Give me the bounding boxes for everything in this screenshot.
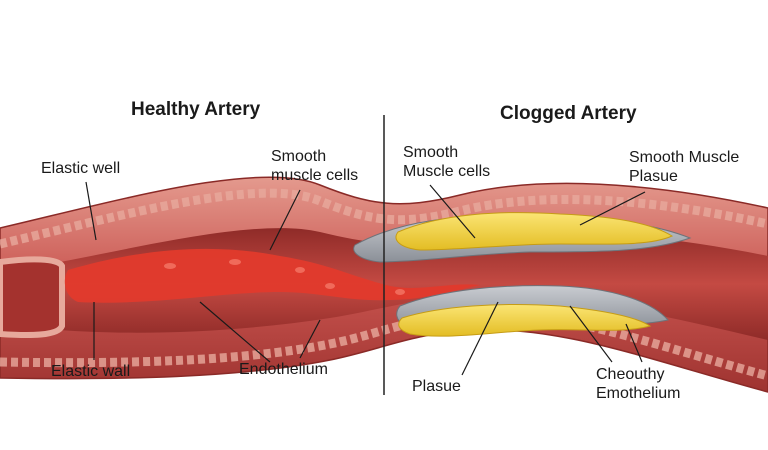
label-line: Muscle cells bbox=[403, 163, 491, 180]
label-elastic-well: Elastic well bbox=[41, 160, 121, 177]
leader-endothelium-right-b bbox=[625, 323, 643, 363]
label-line: Plasue bbox=[629, 168, 678, 185]
leader-endothelium-right-a bbox=[569, 305, 613, 363]
blood-cell bbox=[164, 263, 176, 269]
label-plaque-bottom: Plasue bbox=[412, 378, 461, 395]
wall-cell-band-top bbox=[0, 188, 768, 249]
label-line: Smooth Muscle bbox=[629, 149, 740, 166]
leader-smooth-muscle-right bbox=[429, 184, 476, 239]
label-line: Cheouthy bbox=[596, 366, 665, 383]
blood-cell bbox=[229, 259, 241, 265]
label-line: Emothelium bbox=[596, 385, 681, 402]
leader-lines bbox=[85, 181, 646, 376]
label-smooth-muscle-plaque: Smooth Muscle Plasue bbox=[629, 148, 739, 186]
leader-plaque-top bbox=[579, 191, 646, 226]
title-clogged-artery: Clogged Artery bbox=[500, 103, 637, 124]
artery-cut-end bbox=[0, 256, 65, 339]
label-cheouthy-endothelium: Cheouthy Emothelium bbox=[596, 365, 680, 403]
wall-cell-band-bottom bbox=[0, 309, 768, 381]
label-smooth-muscle-cells-right: Smooth Muscle cells bbox=[403, 143, 490, 181]
plaque-yellow-top bbox=[395, 212, 674, 251]
title-healthy-artery: Healthy Artery bbox=[131, 99, 261, 120]
leader-endothelium-b bbox=[299, 319, 321, 359]
leader-plaque-bottom bbox=[461, 301, 499, 376]
blood-cell bbox=[295, 267, 305, 273]
blood-cell bbox=[325, 283, 335, 289]
leader-smooth-muscle-left bbox=[269, 189, 301, 251]
label-line: muscle cells bbox=[271, 167, 359, 184]
label-smooth-muscle-cells-left: Smooth muscle cells bbox=[271, 147, 358, 185]
label-endothelium-left: Endothelium bbox=[239, 361, 328, 378]
label-elastic-wall: Elastic wall bbox=[51, 363, 131, 380]
leader-elastic-well bbox=[85, 181, 97, 241]
blood-cell bbox=[395, 289, 405, 295]
leader-endothelium-a bbox=[199, 301, 271, 363]
label-line: Smooth bbox=[271, 148, 327, 165]
blood-flow bbox=[64, 248, 480, 303]
label-line: Smooth bbox=[403, 144, 459, 161]
